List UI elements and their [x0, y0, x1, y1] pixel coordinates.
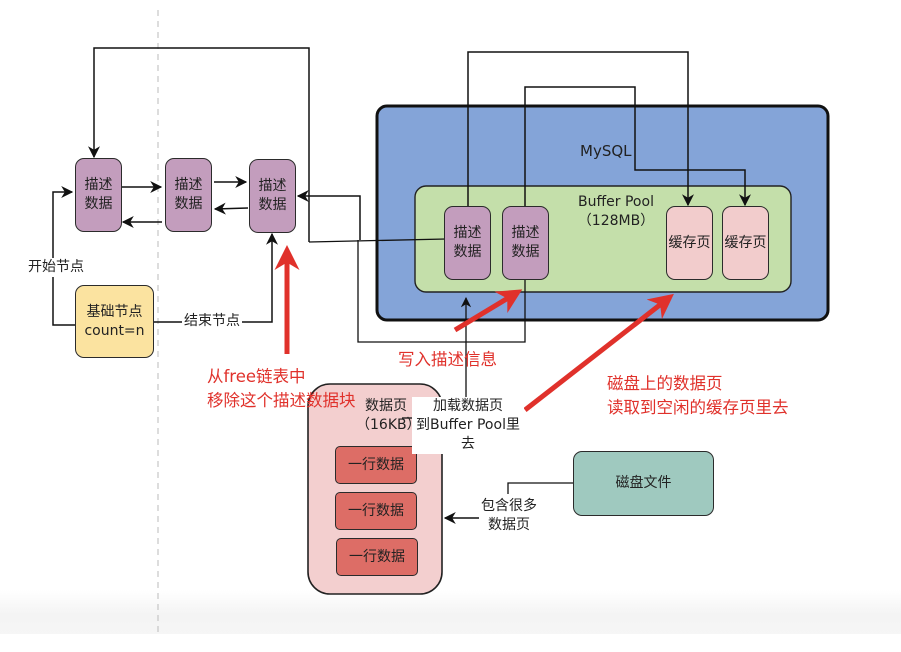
buffer-pool-title: Buffer Pool （128MB） [577, 194, 655, 229]
end-node-label: 结束节点 [182, 312, 242, 331]
connector-end-node [153, 232, 278, 323]
annotation-read-to-cache: 磁盘上的数据页 读取到空闲的缓存页里去 [607, 374, 789, 417]
bottom-strip [0, 634, 901, 652]
load-page-label: 加载数据页 到Buffer Pool里去 [412, 397, 524, 454]
connector-loop-top [88, 47, 310, 242]
data-row-1[interactable]: 一行数据 [335, 446, 417, 484]
data-row-2[interactable]: 一行数据 [335, 492, 417, 530]
cache-page-2[interactable]: 缓存页 [722, 206, 769, 280]
connector-bp-desc2-down [357, 240, 526, 343]
annotation-remove-from-free: 从free链表中 移除这个描述数据块 [207, 367, 356, 410]
connector-into-desc3 [296, 190, 361, 240]
buffer-pool-descriptor-1[interactable]: 描述 数据 [444, 206, 491, 280]
red-arrow-write [453, 289, 523, 333]
connector-disk-to-page [507, 482, 573, 494]
data-page-title: 数据页 （16KB） [356, 398, 421, 433]
disk-file[interactable]: 磁盘文件 [573, 451, 714, 516]
red-arrow-read [523, 293, 674, 412]
mysql-title: MySQL [580, 142, 632, 160]
free-list-descriptor-2[interactable]: 描述 数据 [165, 158, 212, 232]
connector-bp-desc1-to-cache1 [467, 51, 694, 207]
data-row-3[interactable]: 一行数据 [336, 538, 418, 576]
base-node[interactable]: 基础节点 count=n [75, 285, 154, 358]
connector-bp-desc-to-free [308, 238, 447, 243]
start-node-label: 开始节点 [28, 258, 84, 277]
connector-desc3-to-desc2 [213, 202, 249, 215]
free-list-descriptor-3[interactable]: 描述 数据 [249, 159, 296, 233]
contains-pages-label: 包含很多 数据页 [479, 497, 539, 535]
cache-page-1[interactable]: 缓存页 [666, 206, 713, 280]
free-list-descriptor-1[interactable]: 描述 数据 [75, 158, 122, 232]
annotation-write-descriptor: 写入描述信息 [398, 350, 497, 369]
connector-bp-desc2-to-cache2 [524, 86, 751, 207]
buffer-pool-descriptor-2[interactable]: 描述 数据 [502, 206, 549, 280]
